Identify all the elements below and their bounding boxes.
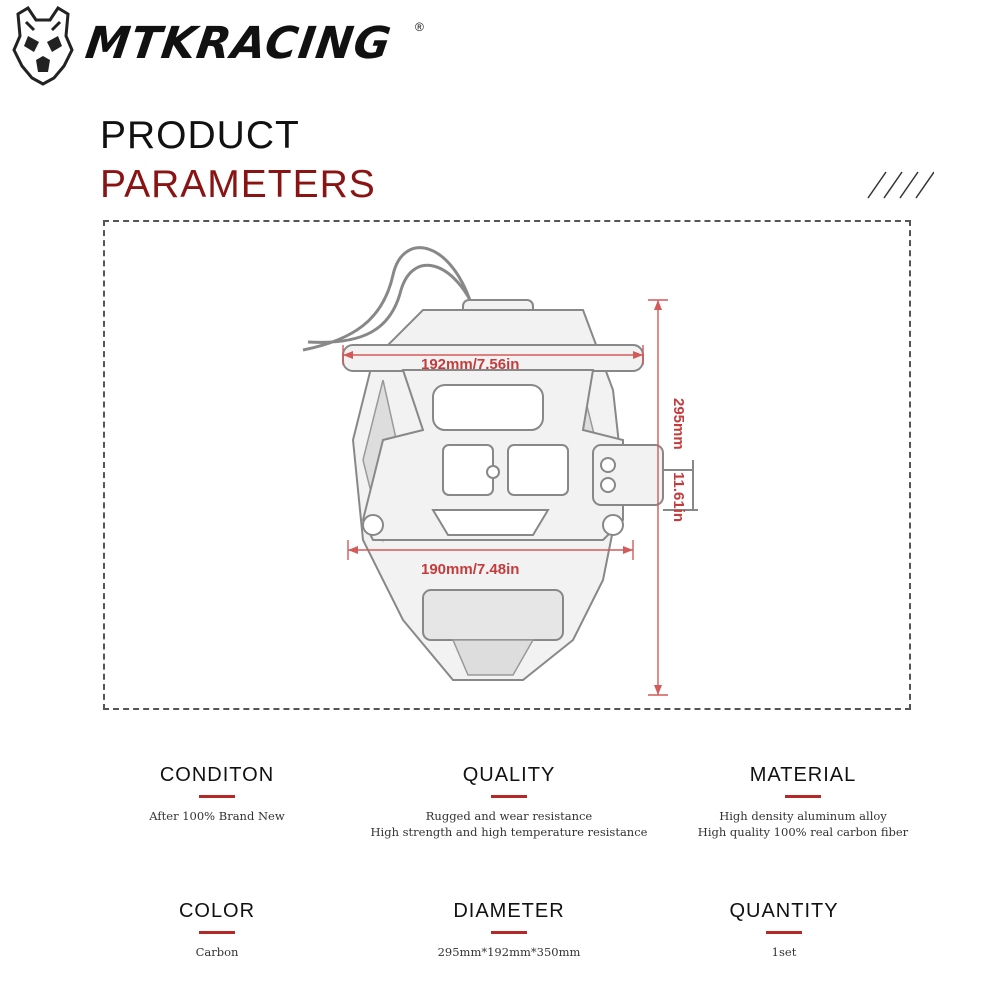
product-diagram: 192mm/7.56in 190mm/7.48in 295mm 11.61in: [302, 246, 698, 696]
spec-value: After 100% Brand New: [149, 809, 285, 823]
spec-material: MATERIAL High density aluminum alloy Hig…: [653, 764, 953, 840]
spec-value: Rugged and wear resistance: [425, 809, 593, 823]
spec-divider: [785, 795, 821, 798]
spec-label: MATERIAL: [749, 764, 857, 786]
skull-helmet-icon: [12, 6, 74, 86]
spec-label: DIAMETER: [453, 900, 565, 922]
diagram-frame: [103, 220, 911, 710]
spec-quality: QUALITY Rugged and wear resistance High …: [359, 764, 659, 840]
side-mount: [592, 444, 664, 506]
dim-top-width-label: 192mm/7.56in: [421, 356, 519, 373]
spec-label: CONDITON: [159, 764, 275, 786]
spec-label: COLOR: [178, 900, 256, 922]
dim-height-in-label: 11.61in: [670, 472, 687, 522]
spec-value: 295mm*192mm*350mm: [437, 945, 581, 959]
spec-divider: [491, 931, 527, 934]
registered-mark: ®: [415, 20, 424, 34]
spec-label: QUALITY: [462, 764, 556, 786]
lower-reflector: [422, 589, 564, 641]
brand-logo-text: MTKRACING: [82, 18, 395, 69]
decorative-slashes-icon: [867, 171, 934, 199]
spec-condition: CONDITON After 100% Brand New: [67, 764, 367, 824]
spec-diameter: DIAMETER 295mm*192mm*350mm: [359, 900, 659, 960]
spec-color: COLOR Carbon: [67, 900, 367, 960]
spec-divider: [199, 795, 235, 798]
cable-wire: [302, 246, 477, 352]
spec-divider: [491, 795, 527, 798]
spec-value: 1set: [771, 945, 797, 959]
spec-label: QUANTITY: [729, 900, 839, 922]
spec-divider: [199, 931, 235, 934]
page-subtitle: PARAMETERS: [100, 163, 376, 206]
spec-value: High strength and high temperature resis…: [370, 825, 648, 839]
page-title: PRODUCT: [100, 114, 300, 157]
dim-bottom-width-label: 190mm/7.48in: [421, 561, 519, 578]
dim-height: [648, 299, 668, 696]
spec-divider: [766, 931, 802, 934]
spec-value: High quality 100% real carbon fiber: [697, 825, 909, 839]
spec-value: High density aluminum alloy: [719, 809, 887, 823]
dim-height-mm-label: 295mm: [670, 398, 687, 450]
spec-value: Carbon: [195, 945, 239, 959]
spec-quantity: QUANTITY 1set: [634, 900, 934, 960]
dim-bottom-width: [347, 540, 634, 560]
dim-top-width: [342, 345, 644, 365]
